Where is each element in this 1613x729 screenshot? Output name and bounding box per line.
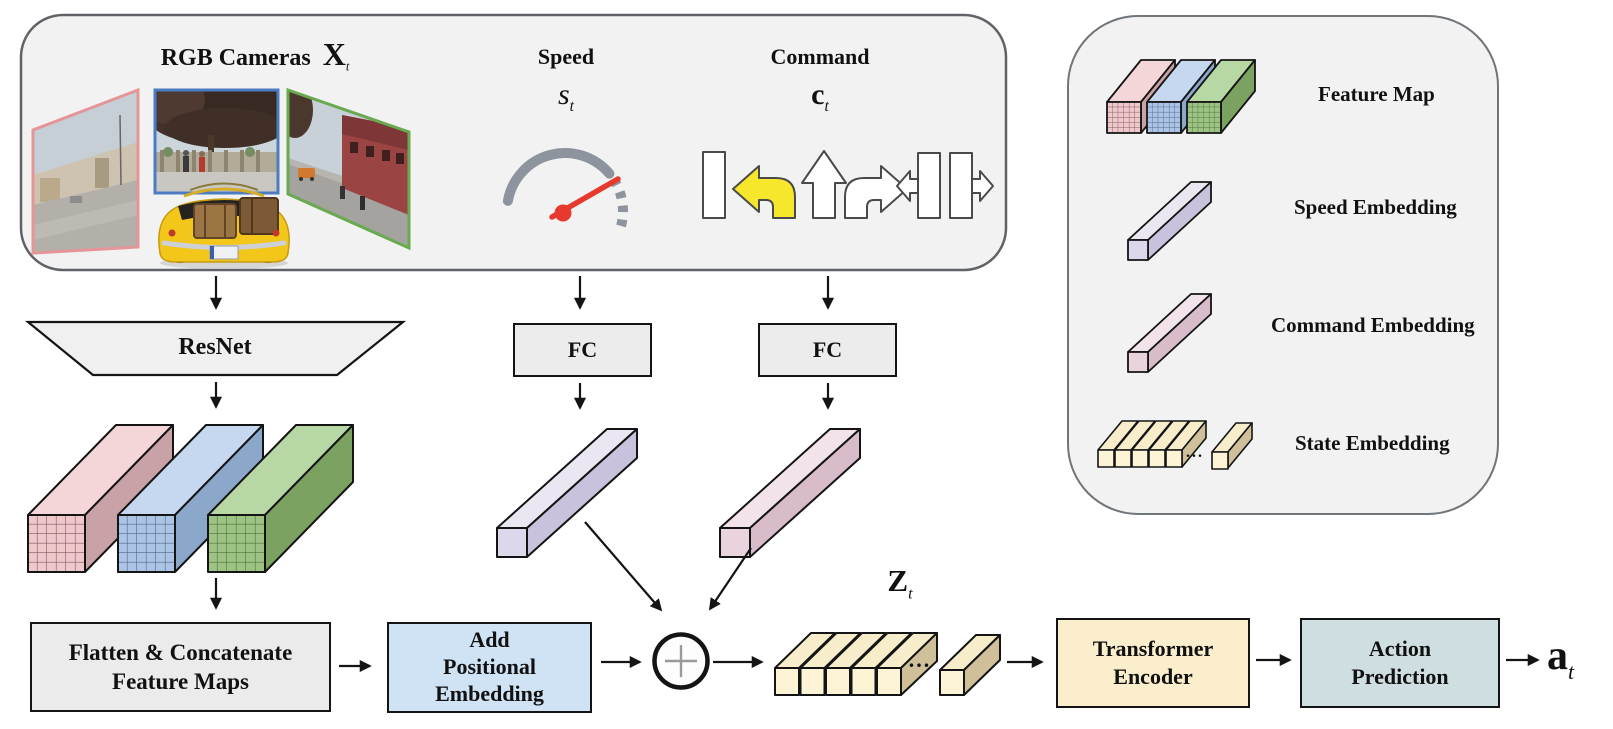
command-title: Command bbox=[760, 44, 880, 70]
state-token-sequence bbox=[774, 632, 938, 696]
flatten-concatenate-block: Flatten & Concatenate Feature Maps bbox=[30, 622, 331, 712]
resnet-text: ResNet bbox=[178, 334, 252, 360]
lane-follow-icon bbox=[702, 151, 726, 219]
arrow-speed-embedding-to-sum bbox=[584, 521, 663, 612]
speedometer-icon bbox=[502, 148, 628, 235]
speed-symbol: st bbox=[506, 78, 626, 116]
center-camera-image bbox=[153, 88, 280, 195]
flow-arrows bbox=[209, 276, 1540, 673]
command-icons bbox=[702, 150, 994, 219]
action-line1: Action bbox=[1368, 635, 1432, 661]
speed-title: Speed bbox=[506, 44, 626, 70]
arrow-command-embedding-to-sum bbox=[708, 547, 752, 611]
legend-speed-embedding-label: Speed Embedding bbox=[1294, 195, 1457, 219]
legend-state-embedding-icon bbox=[1097, 420, 1253, 470]
turn-right-icon bbox=[844, 165, 908, 219]
rgb-cameras-label: RGB Cameras bbox=[160, 45, 311, 71]
action-line2: Prediction bbox=[1351, 664, 1449, 689]
transformer-encoder-block: Transformer Encoder bbox=[1056, 618, 1250, 708]
add-positional-embedding-block: Add Positional Embedding bbox=[387, 622, 592, 713]
flatten-line2: Feature Maps bbox=[112, 669, 249, 694]
speed-subscript: t bbox=[569, 98, 575, 116]
state-tokens-symbol: Zt bbox=[850, 563, 950, 603]
command-embedding-bar bbox=[719, 428, 861, 558]
transformer-line1: Transformer bbox=[1092, 635, 1214, 661]
a-symbol: a bbox=[1547, 633, 1568, 679]
lane-change-left-icon bbox=[896, 152, 941, 219]
feature-map-green bbox=[207, 424, 354, 573]
legend-ellipsis: ... bbox=[1186, 444, 1204, 461]
rgb-cameras-symbol: X bbox=[322, 36, 346, 72]
resnet-block-shape bbox=[24, 320, 407, 377]
addpos-line2: Positional bbox=[443, 654, 536, 680]
rgb-cameras-title: RGB Cameras Xt bbox=[105, 36, 405, 75]
a-subscript: t bbox=[1568, 659, 1575, 684]
legend-command-embedding-icon bbox=[1127, 293, 1212, 373]
addpos-line1: Add bbox=[469, 627, 510, 653]
resnet-label: ResNet bbox=[115, 334, 315, 361]
straight-icon bbox=[801, 150, 847, 219]
speed-symbol-glyph: s bbox=[557, 78, 570, 111]
fc-command-block: FC bbox=[758, 323, 897, 377]
ego-car bbox=[158, 182, 290, 269]
speed-label: Speed bbox=[537, 44, 595, 69]
flatten-line1: Flatten & Concatenate bbox=[68, 639, 293, 665]
turn-left-icon bbox=[732, 165, 796, 219]
feature-map-pink bbox=[27, 424, 174, 573]
state-token-single bbox=[939, 634, 1001, 696]
transformer-line2: Encoder bbox=[1113, 664, 1193, 689]
action-output-symbol: at bbox=[1547, 632, 1613, 685]
fc-speed-label: FC bbox=[567, 336, 598, 362]
legend-feature-map-icon bbox=[1106, 59, 1256, 134]
addpos-line3: Embedding bbox=[435, 680, 544, 706]
legend-state-embedding-label: State Embedding bbox=[1295, 431, 1450, 455]
fc-speed-block: FC bbox=[513, 323, 652, 377]
z-symbol: Z bbox=[887, 563, 909, 598]
command-label: Command bbox=[770, 44, 870, 69]
feature-map-blue bbox=[117, 424, 264, 573]
z-subscript: t bbox=[908, 585, 913, 603]
lane-change-right-icon bbox=[949, 152, 994, 219]
right-camera-image bbox=[286, 87, 411, 251]
legend-panel bbox=[1067, 15, 1499, 515]
circle-plus-icon bbox=[652, 632, 710, 690]
rgb-cameras-subscript: t bbox=[345, 59, 350, 74]
command-subscript: t bbox=[824, 98, 829, 116]
action-prediction-block: Action Prediction bbox=[1300, 618, 1500, 708]
tokens-ellipsis: ... bbox=[908, 647, 932, 672]
fc-command-label: FC bbox=[812, 336, 843, 362]
command-symbol-glyph: c bbox=[811, 78, 825, 111]
speed-embedding-bar bbox=[496, 428, 638, 558]
legend-speed-embedding-icon bbox=[1127, 181, 1212, 261]
legend-command-embedding-label: Command Embedding bbox=[1271, 313, 1475, 337]
legend-feature-map-label: Feature Map bbox=[1318, 82, 1435, 106]
command-symbol: ct bbox=[760, 78, 880, 116]
